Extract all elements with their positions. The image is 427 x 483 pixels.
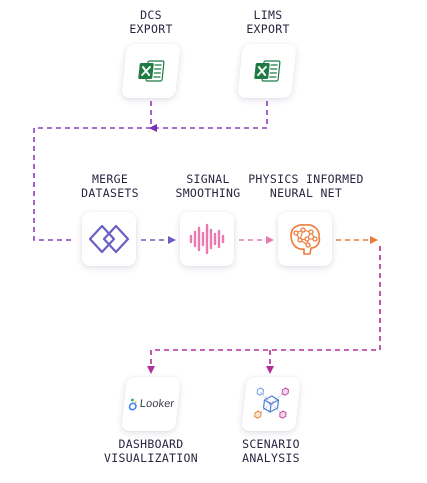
waveform-icon [189, 223, 225, 255]
lims-export-node [237, 44, 297, 98]
looker-logo: Looker [127, 397, 175, 411]
signal-smoothing-node [180, 212, 234, 266]
excel-icon [254, 60, 281, 82]
arrow-outputs-return [150, 246, 381, 368]
cubes-network-icon [254, 387, 289, 419]
scenario-node [241, 377, 301, 431]
looker-mark-icon [128, 398, 137, 411]
looker-logo-text: Looker [139, 398, 175, 410]
arrowhead-dashboard [147, 366, 155, 374]
arrowhead-scenario [266, 366, 274, 374]
merge-icon [88, 224, 130, 254]
merge-datasets-node [82, 212, 136, 266]
neural-net-icon [290, 224, 321, 255]
excel-icon [138, 60, 165, 82]
dashboard-node: Looker [121, 377, 181, 431]
pinn-node [278, 212, 332, 266]
arrow-exports-to-merge [33, 92, 268, 241]
dcs-export-node [121, 44, 181, 98]
